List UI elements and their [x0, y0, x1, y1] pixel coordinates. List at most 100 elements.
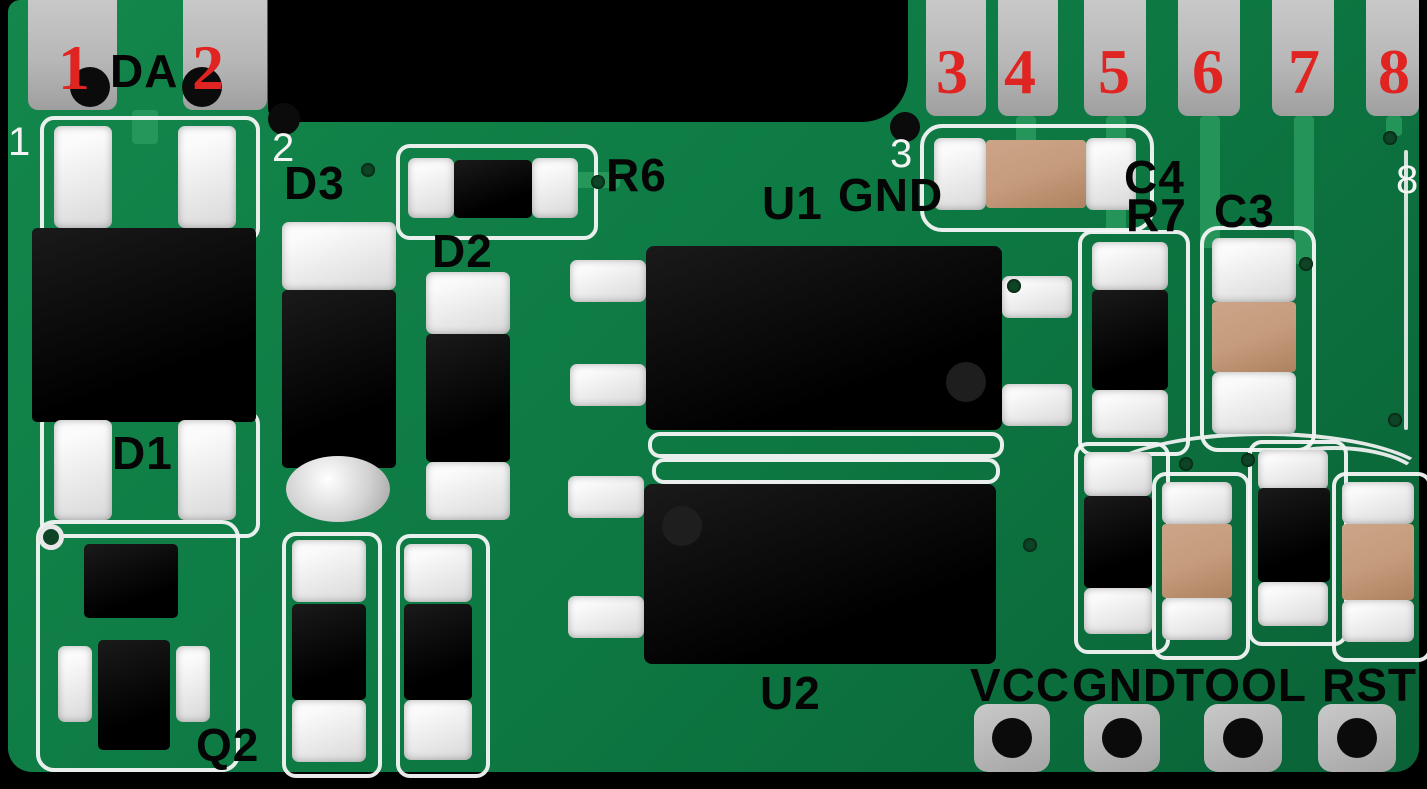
q3b-pad-bottom: [404, 700, 472, 760]
c3-pad-top: [1212, 238, 1296, 302]
u2-pad-left-2: [568, 596, 644, 638]
copper-trace: [1200, 116, 1220, 248]
label-gnd-top: GND: [838, 169, 944, 221]
copper-trace: [132, 110, 158, 144]
br4-body: [1342, 524, 1414, 600]
q2-tab: [98, 640, 170, 750]
edge-half-hole-right: [890, 112, 920, 142]
rst-pad-hole: [1337, 718, 1377, 758]
silkscreen-arc-outer: [1090, 432, 1427, 540]
pin-number-7: 7: [1288, 36, 1320, 107]
q3b-body: [404, 604, 472, 700]
silkscreen-bar-u2: [652, 458, 1000, 484]
c4-body: [986, 140, 1086, 208]
silkscreen-arc-inner: [1242, 446, 1426, 524]
c3-pad-bottom: [1212, 372, 1296, 434]
edge-pad-5: [1084, 0, 1146, 116]
label-u2: U2: [760, 667, 821, 719]
silkscreen-outline-q2: [36, 520, 240, 772]
br2-pad-top: [1162, 482, 1232, 524]
r6-body: [454, 160, 532, 218]
label-d2: D2: [432, 225, 493, 277]
c4-pad-right: [1086, 138, 1136, 210]
silkscreen-bar-u1: [648, 432, 1004, 458]
silkscreen-outline-r6: [396, 144, 598, 240]
silkscreen-edge-line: [1404, 150, 1408, 430]
label-u1: U1: [762, 177, 823, 229]
d2-body: [426, 334, 510, 462]
label-gnd-bottom: GND: [1072, 659, 1178, 711]
label-c3: C3: [1214, 185, 1275, 237]
q2-pad-left: [58, 646, 92, 722]
via: [1388, 413, 1402, 427]
q2-pad-right: [176, 646, 210, 722]
br4-pad-top: [1342, 482, 1414, 524]
silkscreen-pin-8: 8: [1396, 158, 1419, 202]
d2-pad-bottom: [426, 462, 510, 520]
d3-body: [282, 290, 396, 468]
d1-pad-bottom-right: [178, 420, 236, 520]
tool-pad-hole: [1223, 718, 1263, 758]
edge-pad-3: [926, 0, 986, 116]
via: [1383, 131, 1397, 145]
label-r6: R6: [606, 149, 667, 201]
via-ring: [38, 524, 64, 550]
u2-pin1-dot: [662, 506, 702, 546]
u1-pin1-dot: [946, 362, 986, 402]
vcc-pad-hole: [992, 718, 1032, 758]
label-tool: TOOL: [1176, 659, 1307, 711]
label-da: DA: [110, 45, 179, 97]
c3-body: [1212, 302, 1296, 372]
pin-number-5: 5: [1098, 36, 1130, 107]
edge-pad-8: [1366, 0, 1419, 116]
pin-number-4: 4: [1004, 36, 1036, 107]
q2-body: [84, 544, 178, 618]
via: [361, 163, 375, 177]
r7-body: [1092, 290, 1168, 390]
q3a-pad-bottom: [292, 700, 366, 762]
br3-pad-bottom: [1258, 582, 1328, 626]
br4-pad-bottom: [1342, 600, 1414, 642]
label-r7: R7: [1126, 189, 1187, 241]
r7-pad-bottom: [1092, 390, 1168, 438]
label-d1: D1: [112, 427, 173, 479]
d3-pad-top: [282, 222, 396, 290]
u1-pad-right-2: [1002, 384, 1072, 426]
r6-pad-right: [532, 158, 578, 218]
label-c4: C4: [1124, 151, 1185, 203]
u1-pad-left-2: [570, 364, 646, 406]
pin-number-3: 3: [936, 36, 968, 107]
pin-number-6: 6: [1192, 36, 1224, 107]
via: [1179, 457, 1193, 471]
u2-body: [644, 484, 996, 664]
q3a-pad-top: [292, 540, 366, 602]
edge-pad-2-hole: [182, 67, 222, 107]
pin-number-1: 1: [58, 32, 90, 103]
d1-pad-top-right: [178, 126, 236, 228]
edge-pad-1-hole: [70, 67, 110, 107]
edge-pad-7: [1272, 0, 1334, 116]
via: [1007, 279, 1021, 293]
u1-body: [646, 246, 1002, 430]
gnd-pad-hole: [1102, 718, 1142, 758]
c4-pad-left: [934, 138, 986, 210]
silkscreen-outline-q3a: [282, 532, 382, 778]
edge-pad-4: [998, 0, 1058, 116]
br1-pad-bottom: [1084, 588, 1152, 634]
br3-body: [1258, 488, 1330, 582]
silkscreen-pin-2: 2: [272, 126, 295, 170]
silkscreen-pin-1: 1: [8, 120, 31, 164]
d3-solder-blob: [286, 456, 390, 522]
label-vcc: VCC: [970, 659, 1071, 711]
silkscreen-outline-q3b: [396, 534, 490, 778]
pin-number-8: 8: [1378, 36, 1410, 107]
r7-pad-top: [1092, 242, 1168, 290]
via: [1299, 257, 1313, 271]
d1-pad-bottom-left: [54, 420, 112, 520]
br3-pad-top: [1258, 450, 1328, 490]
edge-half-hole-left: [268, 103, 300, 135]
d1-pad-top-left: [54, 126, 112, 228]
edge-pad-6: [1178, 0, 1240, 116]
d2-pad-top: [426, 272, 510, 334]
